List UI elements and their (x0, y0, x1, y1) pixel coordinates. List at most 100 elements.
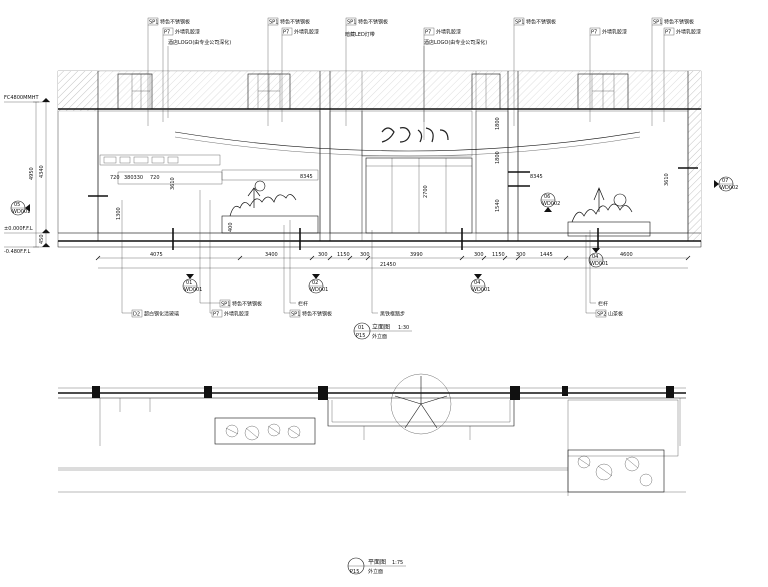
dim-text: 4340 (39, 165, 45, 178)
section-ref: WD002 (720, 185, 738, 191)
planter-right (567, 221, 651, 237)
svg-text:SP2: SP2 (597, 312, 606, 318)
svg-text:04: 04 (474, 280, 480, 286)
svg-text:山茶板: 山茶板 (608, 311, 623, 318)
right-wall-hatch (688, 71, 701, 241)
plan-plants-left (225, 423, 301, 441)
upper-band-hatch (100, 71, 688, 109)
dim-total: 21450 (380, 262, 396, 268)
elevation-title-block: 01 P15 立面图 1:30 外立面 (353, 322, 412, 340)
left-vertical-dims: 4950 4340 450 (29, 101, 49, 248)
tag-group-2: SP1 特色不锈钢板 P7 外墙乳胶漆 (267, 17, 319, 126)
dim-tick (327, 255, 333, 261)
svg-text:SP1: SP1 (149, 20, 158, 26)
section-marker-b3: 04 WD001 (470, 274, 490, 294)
svg-text:外墙乳胶漆: 外墙乳胶漆 (436, 29, 461, 36)
section-ref: WD002 (542, 201, 560, 207)
dim-text: 450 (39, 234, 45, 244)
svg-text:SP1: SP1 (269, 20, 278, 26)
svg-text:暗藏LED灯带: 暗藏LED灯带 (345, 31, 375, 38)
svg-text:P7: P7 (283, 30, 289, 36)
dim-text: 380330 (124, 175, 143, 181)
section-marker-b2: 02 WD001 (308, 274, 328, 294)
svg-text:SP1: SP1 (347, 20, 356, 26)
section-marker-right: 07 WD002 (714, 176, 738, 192)
canopy-arc-lower (174, 136, 641, 157)
bottom-dimension-chain: 4075 3400 300 1150 300 3990 300 1150 300… (95, 252, 691, 269)
dim-tick (515, 255, 521, 261)
svg-text:WD001: WD001 (472, 287, 490, 293)
ground-strip (57, 240, 702, 248)
dim-text: 3400 (265, 252, 278, 258)
svg-text:酒店LOGO(由专业公司深化): 酒店LOGO(由专业公司深化) (424, 39, 487, 46)
plan-view: P15 平面图 1:75 外立面 (58, 373, 686, 575)
plan-entry-recess-inner (331, 400, 511, 423)
svg-text:酒店LOGO(由专业公司深化): 酒店LOGO(由专业公司深化) (168, 39, 231, 46)
svg-text:P7: P7 (425, 30, 431, 36)
svg-text:SP1: SP1 (515, 20, 524, 26)
svg-text:特色不锈钢板: 特色不锈钢板 (302, 311, 332, 318)
level-top: FC4800MMHT (4, 95, 39, 101)
svg-text:02: 02 (312, 280, 318, 286)
level-zero: ±0.000F.F.L (4, 226, 33, 232)
svg-text:黑铁框踏步: 黑铁框踏步 (380, 311, 405, 318)
section-marker-b4: 04 WD001 (588, 248, 608, 268)
dim-text: 3610 (170, 177, 176, 190)
dim-tick (347, 255, 353, 261)
dim-tick (365, 255, 371, 261)
level-bottom: -0.480F.F.L (4, 249, 30, 255)
dim-text: 300 (360, 252, 370, 258)
svg-text:WD001: WD001 (310, 287, 328, 293)
dim-text: 1300 (116, 207, 122, 220)
svg-text:特色不锈钢板: 特色不锈钢板 (160, 19, 190, 26)
plan-title: 平面图 (368, 559, 386, 566)
section-marker-b1: 01 WD001 (182, 274, 202, 294)
dim-text: 4075 (150, 252, 163, 258)
window-center-left (247, 73, 291, 110)
svg-text:外墙乳胶漆: 外墙乳胶漆 (224, 311, 249, 318)
dim-tick (309, 255, 315, 261)
svg-text:特色不锈钢板: 特色不锈钢板 (664, 19, 694, 26)
revolving-door (390, 373, 452, 435)
svg-text:特色不锈钢板: 特色不锈钢板 (280, 19, 310, 26)
dim-text: 4950 (29, 167, 35, 180)
tag-group-1: SP1 特色不锈钢板 P7 外墙乳胶漆 酒店LOGO(由专业公司深化) (147, 17, 231, 126)
svg-text:特色不锈钢板: 特色不锈钢板 (358, 19, 388, 26)
section-marker-mid: 06 WD002 (540, 192, 560, 212)
dim-text: 1800 (495, 151, 501, 164)
hotel-logo-mark (381, 127, 449, 143)
window-right (577, 73, 629, 110)
svg-text:01: 01 (186, 280, 192, 286)
elevation-number: 01 (358, 325, 364, 331)
pin-marks (88, 167, 698, 250)
dim-text: 1445 (540, 252, 553, 258)
elevation-scale: 1:30 (398, 325, 409, 331)
dim-text: 3990 (410, 252, 423, 258)
dim-tick (95, 255, 101, 261)
dim-text: 1800 (495, 117, 501, 130)
window-center-right (471, 73, 501, 110)
dim-tick (685, 255, 691, 261)
svg-text:P7: P7 (213, 312, 219, 318)
svg-text:超白钢化清玻璃: 超白钢化清玻璃 (144, 311, 179, 318)
svg-text:SP1: SP1 (221, 302, 230, 308)
svg-text:04: 04 (592, 254, 598, 260)
dim-text: 4600 (620, 252, 633, 258)
section-ref: WD001 (12, 209, 30, 215)
svg-text:P7: P7 (665, 30, 671, 36)
plants-left (229, 180, 297, 217)
plan-entry-recess (327, 400, 515, 427)
elevation-view: 720 380330 720 3610 3610 8345 8345 2700 … (4, 17, 738, 340)
svg-text:SP1: SP1 (653, 20, 662, 26)
stone-panel-center-top (361, 110, 473, 157)
svg-text:SP1: SP1 (291, 312, 300, 318)
stone-panel-right (517, 110, 689, 234)
plants-right (571, 187, 633, 223)
svg-text:栏杆: 栏杆 (598, 301, 608, 308)
plan-scale: 1:75 (392, 560, 403, 566)
tag-group-4: SP1 特色不锈钢板 P7 外墙乳胶漆 (513, 17, 627, 126)
elevation-title: 立面图 (372, 323, 390, 331)
svg-text:D2: D2 (133, 312, 140, 318)
svg-text:外墙乳胶漆: 外墙乳胶漆 (676, 29, 701, 36)
dim-tick (481, 255, 487, 261)
